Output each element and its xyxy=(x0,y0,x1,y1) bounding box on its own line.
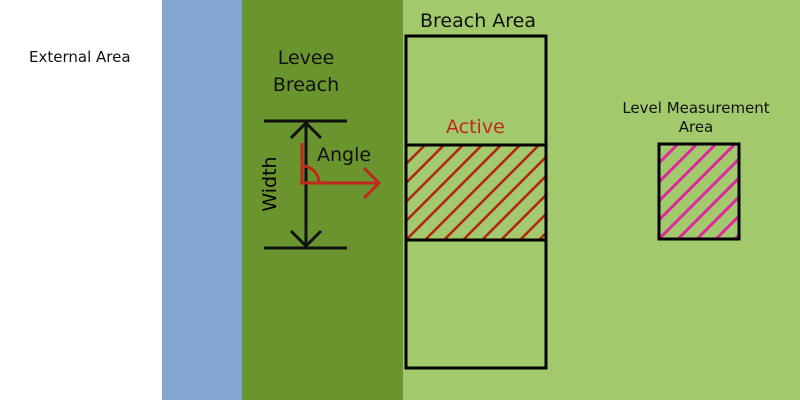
hatch-line xyxy=(659,144,661,147)
levee-label-line2: Breach xyxy=(272,74,340,96)
levee-breach-label: Levee Breach xyxy=(271,45,341,99)
hatch-line xyxy=(659,144,737,223)
hatch-line xyxy=(695,194,739,239)
level-measurement-hatch xyxy=(659,144,800,239)
active-zone-hatch xyxy=(406,145,691,240)
hatch-line xyxy=(406,145,426,166)
hatch-line xyxy=(754,144,800,239)
hatch-line xyxy=(773,144,800,239)
width-label: Width xyxy=(259,156,281,212)
hatch-line xyxy=(406,145,464,204)
hatch-line xyxy=(733,232,739,239)
water-strip xyxy=(162,0,242,400)
active-zone-box xyxy=(404,143,548,242)
breach-area-title: Breach Area xyxy=(420,10,537,32)
hatch-line xyxy=(443,145,540,240)
angle-arrow xyxy=(300,143,382,200)
levee-label-line1: Levee xyxy=(277,47,335,69)
hatch-line xyxy=(406,145,483,223)
hatch-line xyxy=(596,145,691,240)
hatch-line xyxy=(481,174,546,240)
external-area-label: External Area xyxy=(29,48,131,66)
hatch-line xyxy=(538,231,546,240)
hatch-line xyxy=(659,144,680,166)
hatch-line xyxy=(659,144,699,185)
external-area xyxy=(0,0,162,400)
hatch-line xyxy=(519,212,546,240)
hatch-line xyxy=(714,213,739,239)
hatch-line xyxy=(676,175,739,239)
land-area xyxy=(403,0,800,400)
hatch-line xyxy=(792,144,800,239)
hatch-line xyxy=(462,155,546,240)
hatch-line xyxy=(406,145,502,240)
angle-label: Angle xyxy=(317,144,372,166)
level-measurement-label: Level Measurement Area xyxy=(622,99,770,136)
active-label: Active xyxy=(446,116,505,138)
hatch-line xyxy=(406,145,445,185)
levee-strip xyxy=(242,0,403,400)
hatch-line xyxy=(500,193,546,240)
breach-area-box xyxy=(404,34,548,370)
hatch-line xyxy=(558,145,653,240)
hatch-line xyxy=(659,144,718,204)
hatch-line xyxy=(424,145,521,240)
level-measurement-box xyxy=(657,142,741,241)
